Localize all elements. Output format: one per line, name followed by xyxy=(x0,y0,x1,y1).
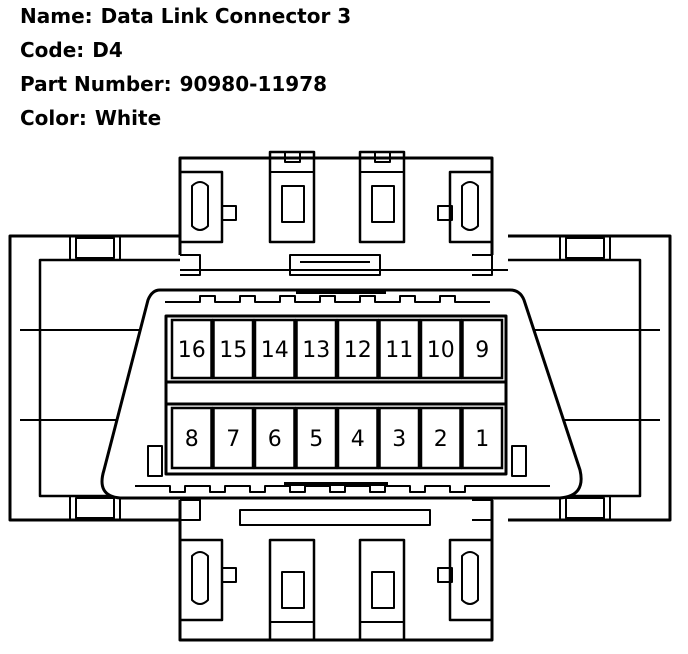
right-bracket xyxy=(508,234,672,522)
connector-info: Name: Data Link Connector 3 Code: D4 Part … xyxy=(20,2,351,138)
pin-label-8: 8 xyxy=(185,427,199,452)
pin-label-6: 6 xyxy=(268,427,282,452)
pin-label-7: 7 xyxy=(226,427,240,452)
pin-label-4: 4 xyxy=(351,427,365,452)
part-number-row: Part Number: 90980-11978 xyxy=(20,70,351,104)
pin-cavity-8 xyxy=(170,406,213,470)
pin-cavity-14 xyxy=(253,318,296,380)
pin-label-5: 5 xyxy=(309,427,323,452)
pin-cavity-6 xyxy=(253,406,296,470)
pin-cavity-4 xyxy=(336,406,379,470)
pin-label-1: 1 xyxy=(475,427,489,452)
pin-row-top: 16 15 14 13 12 11 10 9 xyxy=(170,318,504,380)
pin-cavity-12 xyxy=(336,318,379,380)
pin-cavity-13 xyxy=(295,318,338,380)
pin-label-16: 16 xyxy=(178,338,206,363)
pin-cavity-15 xyxy=(212,318,255,380)
name-row: Name: Data Link Connector 3 xyxy=(20,2,351,36)
pin-cavity-2 xyxy=(419,406,462,470)
pin-row-bottom: 8 7 6 5 4 3 2 1 xyxy=(170,406,504,470)
left-bracket xyxy=(8,234,180,522)
pin-label-11: 11 xyxy=(385,338,413,363)
pin-label-15: 15 xyxy=(219,338,247,363)
code-value: D4 xyxy=(92,38,123,62)
pin-label-13: 13 xyxy=(302,338,330,363)
pin-label-10: 10 xyxy=(427,338,455,363)
pin-cavity-1 xyxy=(461,406,504,470)
name-label: Name: xyxy=(20,4,93,28)
pin-cavity-16 xyxy=(170,318,213,380)
pin-cavity-11 xyxy=(378,318,421,380)
pin-label-3: 3 xyxy=(392,427,406,452)
code-row: Code: D4 xyxy=(20,36,351,70)
pin-cavity-10 xyxy=(419,318,462,380)
pin-label-2: 2 xyxy=(434,427,448,452)
pin-cavity-7 xyxy=(212,406,255,470)
pin-cavity-5 xyxy=(295,406,338,470)
color-value: White xyxy=(94,106,162,130)
name-value: Data Link Connector 3 xyxy=(100,4,352,28)
pin-cavity-9 xyxy=(461,318,504,380)
pin-cavity-3 xyxy=(378,406,421,470)
part-number-label: Part Number: xyxy=(20,72,172,96)
pin-label-9: 9 xyxy=(475,338,489,363)
top-housing xyxy=(178,150,508,276)
part-number-value: 90980-11978 xyxy=(179,72,328,96)
color-row: Color: White xyxy=(20,104,351,138)
pin-label-12: 12 xyxy=(344,338,372,363)
color-label: Color: xyxy=(20,106,87,130)
bottom-housing xyxy=(178,487,508,642)
code-label: Code: xyxy=(20,38,85,62)
pin-label-14: 14 xyxy=(261,338,289,363)
